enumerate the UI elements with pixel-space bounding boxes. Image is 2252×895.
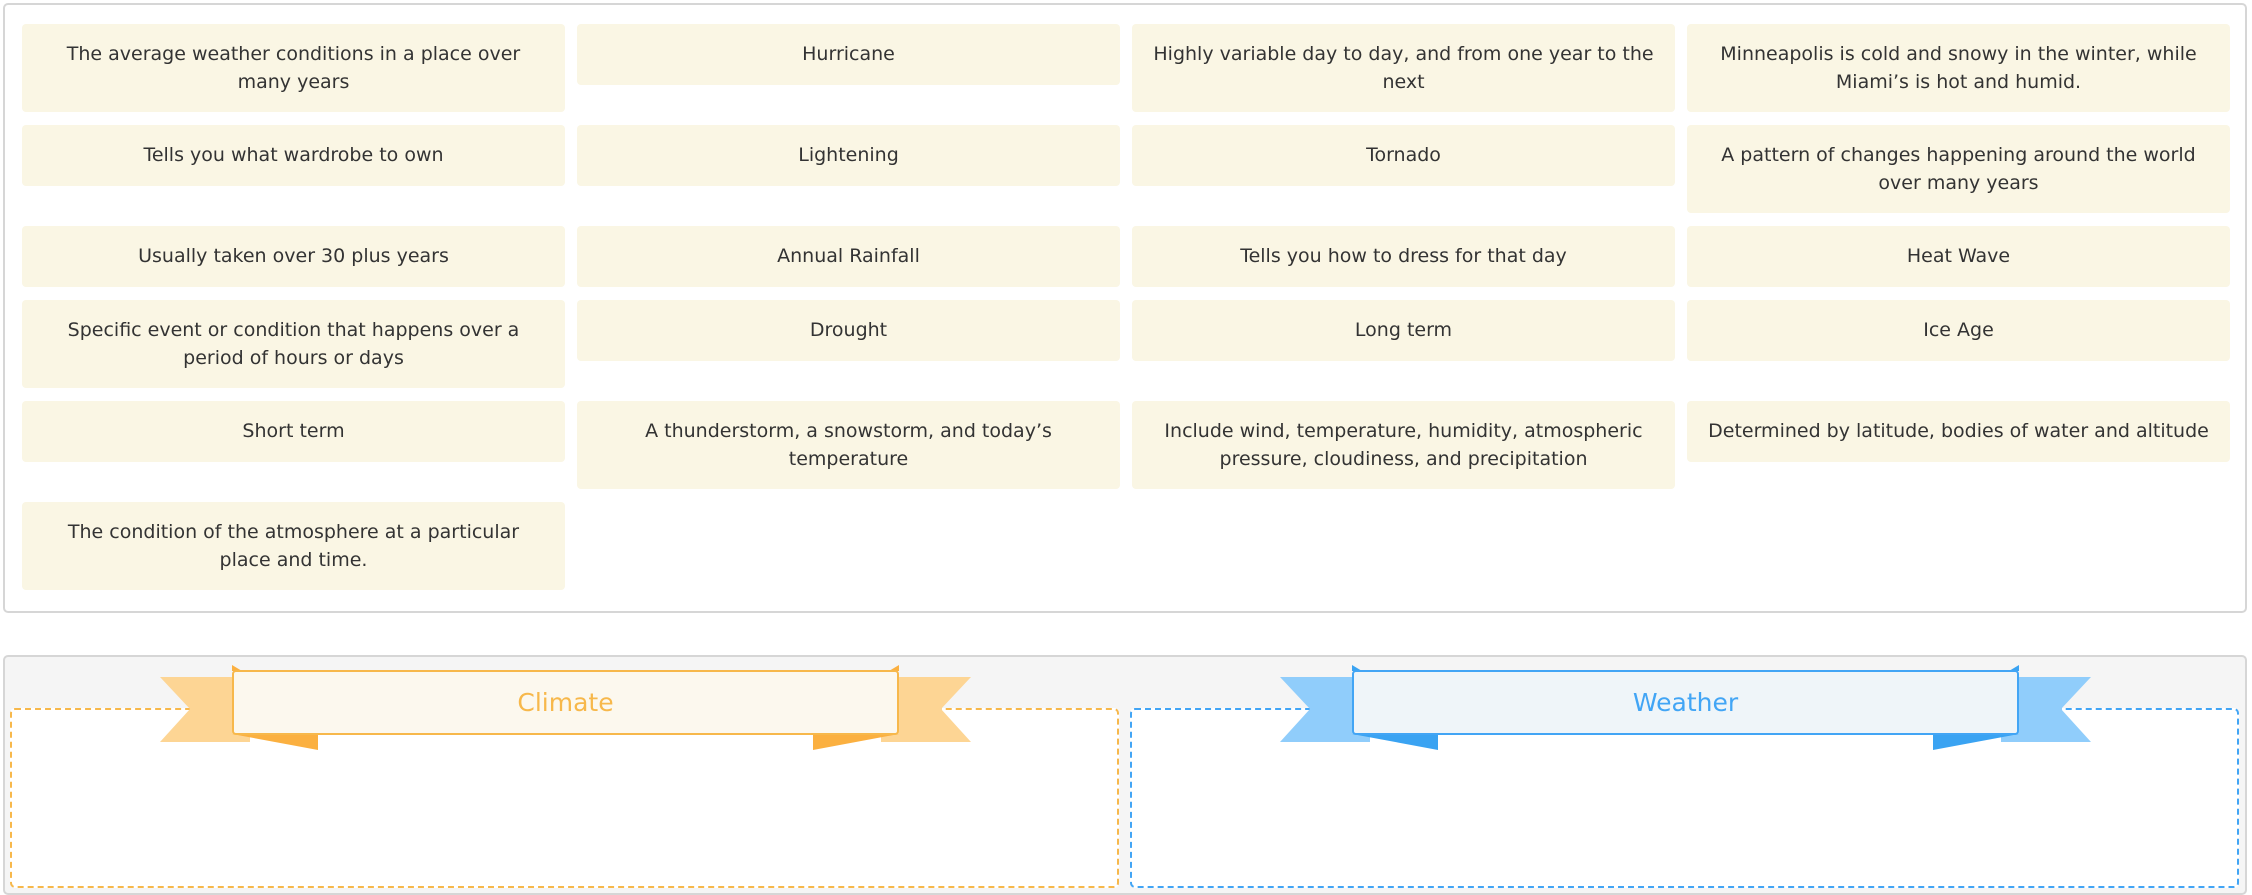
draggable-card[interactable]: Drought [577,300,1120,361]
draggable-card[interactable]: Tornado [1132,125,1675,186]
draggable-card[interactable]: Heat Wave [1687,226,2230,287]
draggable-card[interactable]: Minneapolis is cold and snowy in the win… [1687,24,2230,112]
draggable-card[interactable]: Tells you how to dress for that day [1132,226,1675,287]
card-pool: The average weather conditions in a plac… [3,3,2247,613]
draggable-card[interactable]: Determined by latitude, bodies of water … [1687,401,2230,462]
card-grid: The average weather conditions in a plac… [22,24,2230,590]
draggable-card[interactable]: Long term [1132,300,1675,361]
draggable-card[interactable]: Tells you what wardrobe to own [22,125,565,186]
ribbon-shape [1280,665,2091,750]
draggable-card[interactable]: Highly variable day to day, and from one… [1132,24,1675,112]
draggable-card[interactable]: The average weather conditions in a plac… [22,24,565,112]
climate-label: Climate [517,688,614,717]
draggable-card[interactable]: Lightening [577,125,1120,186]
draggable-card[interactable]: Annual Rainfall [577,226,1120,287]
draggable-card[interactable]: Include wind, temperature, humidity, atm… [1132,401,1675,489]
draggable-card[interactable]: Hurricane [577,24,1120,85]
weather-label: Weather [1632,688,1739,717]
category-area: Climate Weather [3,655,2247,895]
climate-ribbon: Climate [160,665,971,750]
draggable-card[interactable]: Specific event or condition that happens… [22,300,565,388]
draggable-card[interactable]: Usually taken over 30 plus years [22,226,565,287]
draggable-card[interactable]: Short term [22,401,565,462]
ribbon-shape [160,665,971,750]
weather-ribbon: Weather [1280,665,2091,750]
draggable-card[interactable]: The condition of the atmosphere at a par… [22,502,565,590]
draggable-card[interactable]: A pattern of changes happening around th… [1687,125,2230,213]
draggable-card[interactable]: A thunderstorm, a snowstorm, and today’s… [577,401,1120,489]
draggable-card[interactable]: Ice Age [1687,300,2230,361]
